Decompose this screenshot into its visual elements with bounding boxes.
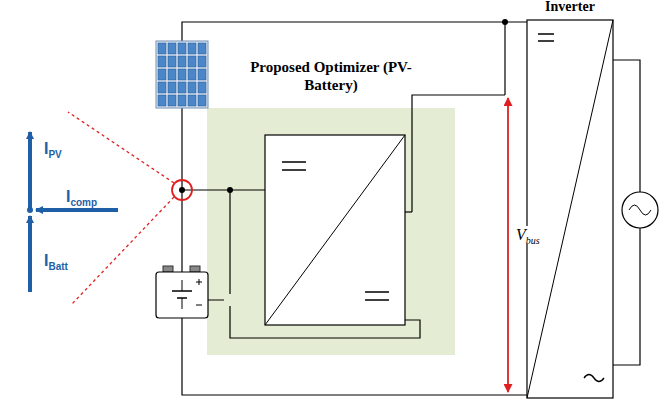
symbol-letter: I xyxy=(44,252,48,269)
dc-dc-converter xyxy=(265,135,405,325)
current-label: IBatt xyxy=(44,252,68,270)
vbus-arrow xyxy=(507,98,509,392)
pv-panel xyxy=(156,41,208,108)
optimizer-node: Proposed Optimizer (PV-Battery) xyxy=(238,58,424,355)
voltage-label: Vbus xyxy=(516,226,540,244)
optimizer-region xyxy=(207,108,455,355)
symbol-letter: V xyxy=(516,226,526,243)
battery-symbol xyxy=(156,266,208,318)
current-label: IPV xyxy=(44,140,62,158)
node-title: Inverter xyxy=(527,0,613,16)
subscript: Batt xyxy=(48,261,67,272)
subscript: PV xyxy=(48,149,61,160)
inverter-body xyxy=(527,20,613,398)
current-arrows xyxy=(30,132,118,292)
subscript: bus xyxy=(526,235,540,246)
current-label: Icomp xyxy=(66,188,97,206)
subscript: comp xyxy=(70,197,97,208)
highlight-circle xyxy=(172,180,192,200)
inverter-node: Inverter xyxy=(527,0,613,19)
ac-source xyxy=(622,192,658,228)
pv-cells xyxy=(157,42,207,107)
node-title: Proposed Optimizer (PV-Battery) xyxy=(238,58,424,94)
node-dot xyxy=(27,207,33,213)
symbol-letter: I xyxy=(44,140,48,157)
symbol-letter: I xyxy=(66,188,70,205)
